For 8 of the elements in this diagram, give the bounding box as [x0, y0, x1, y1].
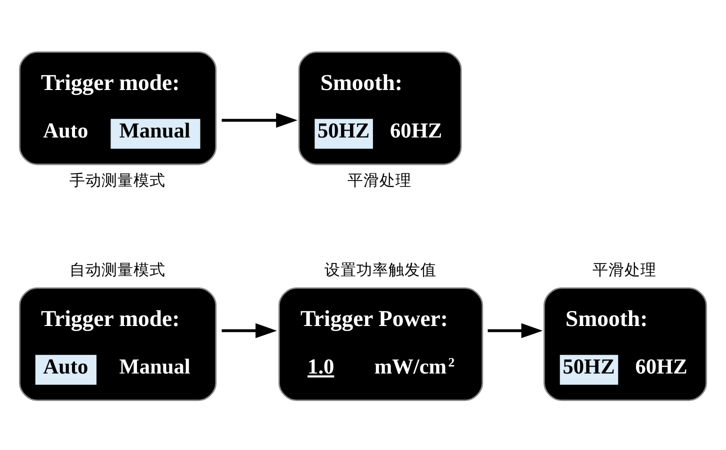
node-label: 平滑处理 — [592, 259, 657, 278]
node-label: 设置功率触发值 — [324, 259, 437, 278]
arrow — [222, 322, 277, 338]
node-label: 手动测量模式 — [69, 170, 166, 189]
arrow — [488, 322, 543, 338]
node-label: 平滑处理 — [347, 170, 412, 189]
node-label: 自动测量模式 — [69, 259, 166, 278]
arrow — [222, 112, 298, 128]
